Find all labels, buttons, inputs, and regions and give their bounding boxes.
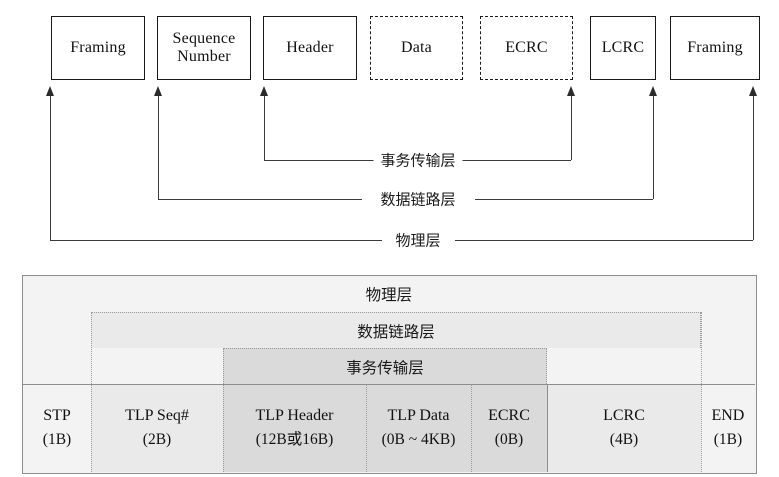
bracket-datalink-stem-right	[653, 96, 654, 199]
packet-field-lcrc: LCRC	[590, 16, 656, 80]
arrow-head-lcrc	[648, 86, 657, 96]
bracket-datalink-bar-left	[158, 199, 362, 200]
bracket-datalink-stem-left	[158, 96, 159, 199]
bracket-physical-stem-left	[50, 96, 51, 240]
row-shade-transaction	[223, 384, 547, 472]
packet-field-ecrc: ECRC	[480, 16, 573, 80]
layer-band-physical: 物理层	[23, 276, 755, 312]
layer-band-label: 事务传输层	[346, 359, 424, 377]
layer-row-divider	[23, 384, 755, 385]
bracket-transaction-stem-right	[571, 96, 572, 160]
packet-cell-name: STP	[43, 407, 71, 425]
packet-cell-size: (4B)	[609, 431, 639, 449]
packet-field-label: Data	[400, 39, 432, 57]
arrow-head-header	[259, 86, 268, 96]
packet-field-framing-left: Framing	[51, 16, 145, 80]
packet-cell-name: ECRC	[488, 407, 530, 425]
packet-layer-map: 物理层 数据链路层 事务传输层 STP (1B) TLP Seq# (2B)	[22, 275, 757, 474]
packet-cell-name: TLP Seq#	[125, 407, 189, 425]
layer-label-transaction: 事务传输层	[373, 149, 463, 171]
packet-cell-lcrc: LCRC (4B)	[547, 384, 701, 472]
bracket-transaction-bar-right	[462, 160, 571, 161]
packet-cell-name: TLP Header	[255, 407, 334, 425]
packet-cell-size: (2B)	[142, 431, 172, 449]
column-divider-stp-seq	[91, 312, 92, 472]
packet-field-label: Sequence Number	[172, 30, 236, 65]
packet-cell-stp: STP (1B)	[23, 384, 91, 472]
packet-cell-tlp-seq: TLP Seq# (2B)	[91, 384, 223, 472]
arrow-head-sequence-number	[153, 86, 162, 96]
packet-field-label: ECRC	[505, 39, 548, 57]
packet-cell-size: (0B)	[494, 431, 524, 449]
column-divider-ecrc-lcrc	[547, 384, 548, 472]
packet-cell-tlp-data: TLP Data (0B ~ 4KB)	[366, 384, 471, 472]
layer-band-datalink: 数据链路层	[91, 312, 701, 348]
packet-field-header: Header	[263, 16, 357, 80]
arrow-head-ecrc	[566, 86, 575, 96]
layer-label-physical: 物理层	[388, 229, 448, 251]
packet-cell-size: (1B)	[713, 431, 743, 449]
layer-label-datalink: 数据链路层	[373, 188, 463, 210]
column-divider-data-ecrc	[471, 384, 472, 472]
packet-cell-size: (1B)	[42, 431, 72, 449]
bracket-datalink-bar-right	[475, 199, 653, 200]
column-divider-lcrc-end	[701, 312, 702, 472]
packet-cell-name: END	[711, 407, 745, 425]
bracket-physical-stem-right	[753, 96, 754, 240]
packet-field-label: LCRC	[601, 39, 645, 57]
arrow-head-framing-left	[45, 86, 54, 96]
bracket-transaction-bar-left	[264, 160, 374, 161]
packet-cell-size: (0B ~ 4KB)	[381, 431, 456, 449]
layer-band-label: 数据链路层	[357, 323, 435, 341]
arrow-head-framing-right	[748, 86, 757, 96]
packet-field-framing-right: Framing	[670, 16, 760, 80]
bracket-transaction-stem-left	[264, 96, 265, 160]
packet-cell-name: LCRC	[603, 407, 645, 425]
packet-cell-ecrc: ECRC (0B)	[471, 384, 547, 472]
bracket-physical-bar-left	[50, 240, 382, 241]
packet-cell-size: (12B或16B)	[255, 431, 334, 449]
packet-cell-end: END (1B)	[701, 384, 755, 472]
packet-field-label: Header	[286, 39, 334, 57]
packet-field-data: Data	[370, 16, 463, 80]
packet-field-label: Framing	[70, 39, 126, 57]
packet-field-sequence-number: Sequence Number	[157, 16, 251, 80]
packet-cell-tlp-header: TLP Header (12B或16B)	[223, 384, 366, 472]
column-divider-header-data	[366, 384, 367, 472]
column-divider-seq-header	[223, 348, 224, 472]
packet-cell-name: TLP Data	[387, 407, 450, 425]
layer-band-label: 物理层	[365, 287, 413, 304]
bracket-physical-bar-right	[455, 240, 753, 241]
packet-field-label: Framing	[687, 39, 743, 57]
layer-band-transaction: 事务传输层	[223, 348, 547, 384]
